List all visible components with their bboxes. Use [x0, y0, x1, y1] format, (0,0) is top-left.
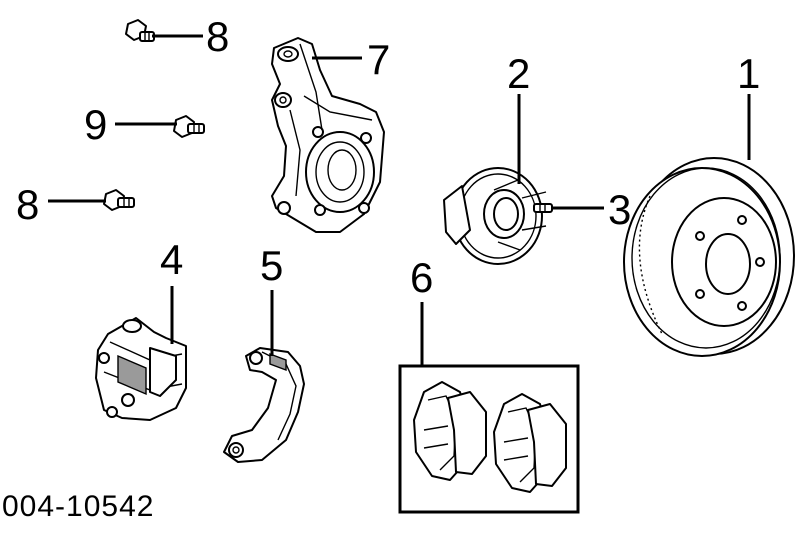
bolt-left-part — [103, 189, 135, 211]
bolt-mid-part — [173, 115, 205, 138]
callout-bracket: 5 — [260, 242, 283, 289]
rotor-part — [623, 157, 795, 357]
pad-left — [413, 381, 487, 481]
callout-caliper: 4 — [160, 236, 183, 283]
knuckle-part — [271, 37, 385, 233]
callout-hub: 2 — [507, 50, 530, 97]
callout-pads: 6 — [410, 254, 433, 301]
hub-part — [443, 167, 553, 265]
callout-bolt-mid: 9 — [84, 101, 107, 148]
callout-bolt-left: 8 — [16, 181, 39, 228]
callout-knuckle: 7 — [367, 36, 390, 83]
callout-stud: 3 — [608, 186, 631, 233]
pads-box — [398, 364, 580, 514]
pad-right — [493, 393, 567, 493]
diagram-code: 004-10542 — [2, 490, 154, 523]
bolt-top-part — [125, 19, 155, 42]
callout-bolt-top: 8 — [206, 13, 229, 60]
callout-rotor: 1 — [737, 50, 760, 97]
caliper-part — [95, 317, 187, 421]
bracket-part — [223, 347, 305, 463]
